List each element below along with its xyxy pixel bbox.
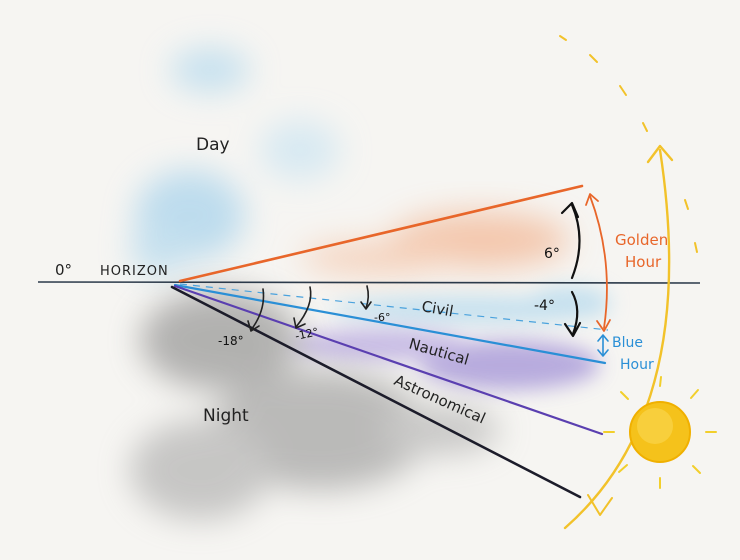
blue-hour-wash <box>330 286 610 324</box>
sun-path-dashes <box>559 35 698 253</box>
angle-6-label: 6° <box>544 246 560 262</box>
blue-hour-label-1: Blue <box>612 335 643 351</box>
golden-hour-label-1: Golden <box>615 231 668 249</box>
arc-minus-6-arrow <box>365 285 370 309</box>
angle-neg6-label: -6° <box>374 311 390 324</box>
arc-neg4-down-arrow <box>570 290 579 336</box>
minus-4-dashed-line <box>179 283 609 331</box>
sun-icon <box>603 376 717 489</box>
angle-neg12-label: -12° <box>294 325 320 343</box>
night-wash <box>130 290 500 520</box>
curved-arrow-icon <box>563 144 674 530</box>
nautical-wash <box>290 329 600 390</box>
nautical-line <box>173 284 604 436</box>
zero-degree-label: 0° <box>55 261 72 279</box>
angle-neg18-label: -18° <box>218 334 244 348</box>
blue-hour-bracket <box>597 334 609 357</box>
day-label: Day <box>196 135 230 155</box>
arc-minus-12-arrow <box>295 286 312 328</box>
astronomical-line <box>170 285 582 499</box>
night-label: Night <box>203 406 249 426</box>
angle-neg4-label: -4° <box>534 298 555 314</box>
blue-hour-label-2: Hour <box>620 357 654 373</box>
horizon-line <box>37 281 701 284</box>
golden-hour-line <box>178 184 584 283</box>
golden-wash <box>300 212 570 274</box>
civil-line <box>173 283 607 365</box>
arc-minus-18-arrow <box>250 288 265 331</box>
golden-hour-label-2: Hour <box>625 253 662 271</box>
angle-arrows <box>247 201 582 338</box>
civil-label: Civil <box>420 297 455 320</box>
golden-hour-bracket <box>585 193 611 332</box>
day-sky-wash <box>130 48 340 275</box>
horizon-label: HORIZON <box>100 264 169 279</box>
